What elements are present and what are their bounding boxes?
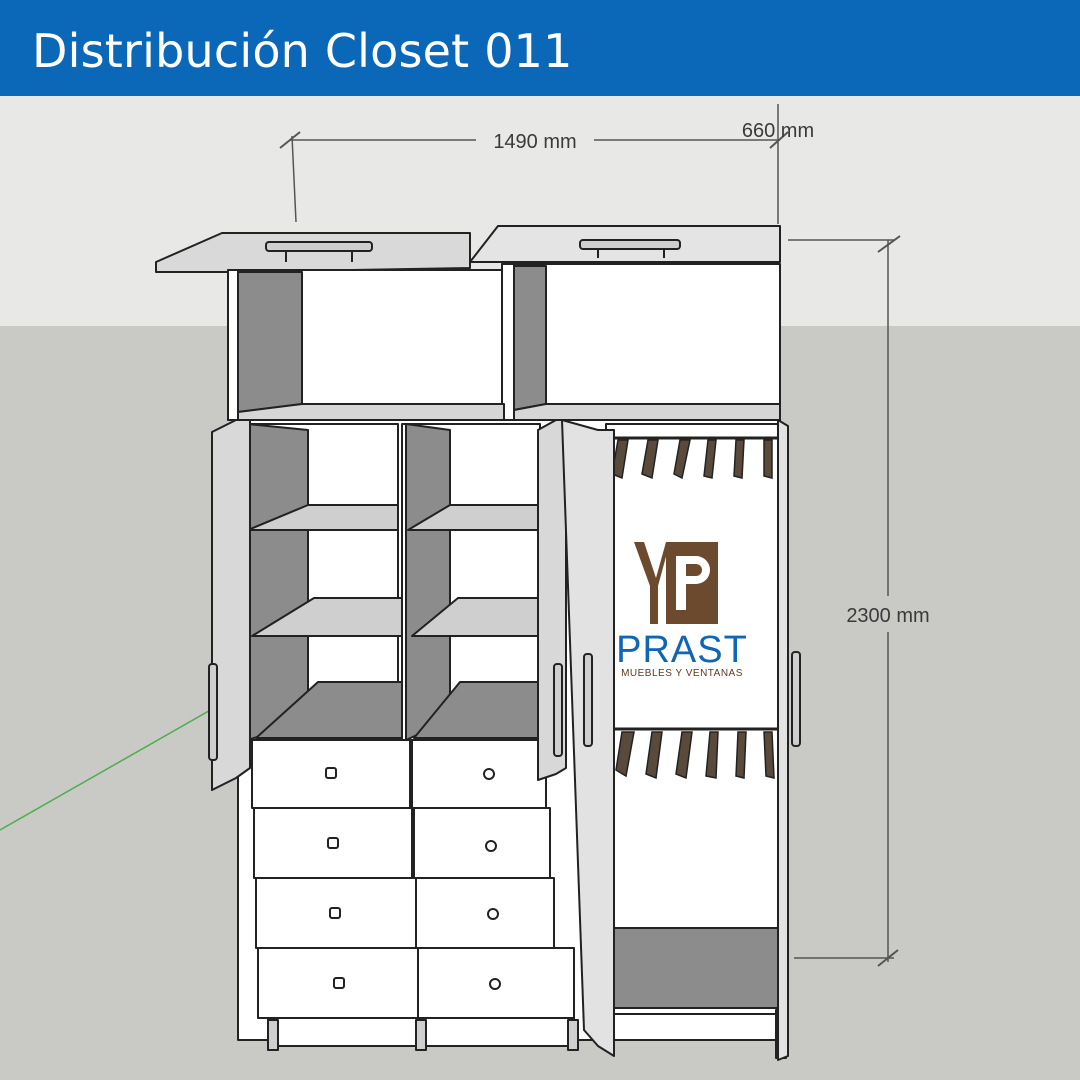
drawer-knob[interactable] <box>489 978 501 990</box>
lid-handle-left <box>265 241 373 252</box>
leg <box>415 1019 427 1051</box>
hanger <box>763 731 775 779</box>
upper-cubby-right <box>501 263 781 421</box>
closet-render: 1490 mm 660 mm 2300 mm PRAST MUEBLES Y V… <box>0 96 1080 1080</box>
leg <box>567 1019 579 1051</box>
leg <box>267 1019 279 1051</box>
drawer[interactable] <box>413 807 551 879</box>
door-handle[interactable] <box>208 663 218 761</box>
upper-shelf-left <box>237 403 505 421</box>
upper-cubby-right-side <box>513 265 547 411</box>
drawer-knob[interactable] <box>333 977 345 989</box>
logo-brand-name: PRAST <box>616 629 748 671</box>
drawer[interactable] <box>415 877 555 949</box>
shelf-column-left-side <box>247 423 309 741</box>
dimension-tick <box>279 131 301 149</box>
hanger <box>735 731 747 779</box>
page-title: Distribución Closet 011 <box>32 24 573 78</box>
hanger <box>673 439 691 480</box>
hanger <box>705 731 719 779</box>
door-handles <box>208 651 801 761</box>
top-section <box>155 225 781 421</box>
hanging-section <box>605 423 781 1015</box>
shelf <box>247 504 399 531</box>
logo-y-letter <box>634 542 670 624</box>
drawer[interactable] <box>411 739 547 809</box>
extension-line <box>291 135 297 223</box>
upper-cubby-left-edge <box>227 269 239 421</box>
dimension-tick <box>877 235 901 253</box>
green-axis-line <box>0 699 229 831</box>
hanger <box>645 731 663 780</box>
height-dimension-label: 2300 mm <box>846 605 929 627</box>
width-dimension-label: 1490 mm <box>493 131 576 153</box>
drawer-knob[interactable] <box>325 767 337 779</box>
closet-body <box>237 419 787 1059</box>
drawer-knob[interactable] <box>329 907 341 919</box>
drawer-knobs <box>325 767 501 990</box>
depth-dimension-label: 660 mm <box>742 120 814 142</box>
upper-cubby-left-side <box>237 271 303 413</box>
hanger <box>641 439 659 480</box>
hangers-bottom <box>615 731 775 780</box>
drawer-knob[interactable] <box>483 768 495 780</box>
logo-p-letter <box>676 556 710 610</box>
door-handle[interactable] <box>583 653 593 747</box>
lid-left <box>155 232 471 273</box>
lid-handle-right <box>579 239 681 250</box>
door-handle[interactable] <box>791 651 801 747</box>
dimension-lines <box>279 104 901 967</box>
prast-logo: PRAST MUEBLES Y VENTANAS <box>616 542 748 679</box>
drawer-knob[interactable] <box>487 908 499 920</box>
upper-shelf-right <box>513 403 781 421</box>
shelf-column-middle-side <box>405 423 451 741</box>
door-handle[interactable] <box>553 663 563 757</box>
hangers-top <box>611 439 773 480</box>
hanging-section-floor <box>611 927 779 1009</box>
door-left[interactable] <box>211 419 251 791</box>
hanger <box>733 439 745 479</box>
closet-drawing: 1490 mm 660 mm 2300 mm PRAST MUEBLES Y V… <box>0 96 1080 1080</box>
hanger <box>615 731 635 778</box>
dimension-tick <box>769 131 789 149</box>
drawer-knob[interactable] <box>327 837 339 849</box>
logo-tagline: MUEBLES Y VENTANAS <box>621 668 743 679</box>
title-bar: Distribución Closet 011 <box>0 0 1080 96</box>
door-right-edge[interactable] <box>777 419 789 1061</box>
hanger <box>675 731 693 780</box>
hanger <box>703 439 717 479</box>
hanger <box>763 439 773 479</box>
upper-cubby-right-edge <box>501 263 515 421</box>
dimension-tick <box>877 949 899 967</box>
drawer-knob[interactable] <box>485 840 497 852</box>
